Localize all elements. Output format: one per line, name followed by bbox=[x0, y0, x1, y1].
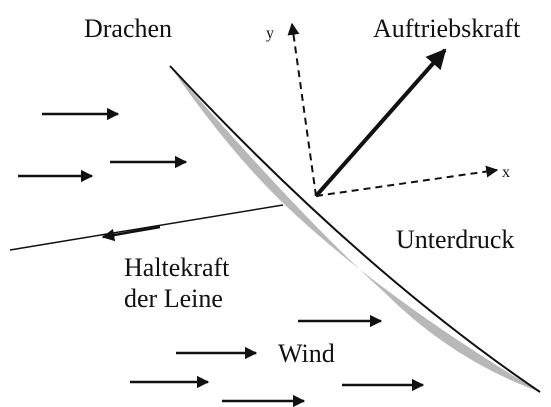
lift-force-label: Auftriebskraft bbox=[373, 14, 521, 43]
tether-force-label-line2: der Leine bbox=[124, 284, 223, 313]
y-axis-arrow bbox=[287, 22, 317, 197]
tether-line bbox=[9, 204, 284, 251]
lift-force-arrow bbox=[314, 48, 447, 198]
x-axis-arrow bbox=[315, 165, 499, 197]
tether-force-arrow bbox=[101, 225, 161, 242]
y-axis-label: y bbox=[266, 25, 274, 42]
kite-profile bbox=[169, 65, 541, 393]
low-pressure-label: Unterdruck bbox=[396, 225, 514, 254]
kite-upper-surface-line bbox=[169, 65, 541, 393]
wind-arrows bbox=[18, 107, 425, 407]
tether-force-label-line1: Haltekraft bbox=[124, 253, 230, 282]
kite-label: Drachen bbox=[84, 14, 172, 43]
wind-label: Wind bbox=[278, 339, 335, 368]
x-axis-label: x bbox=[502, 164, 510, 181]
